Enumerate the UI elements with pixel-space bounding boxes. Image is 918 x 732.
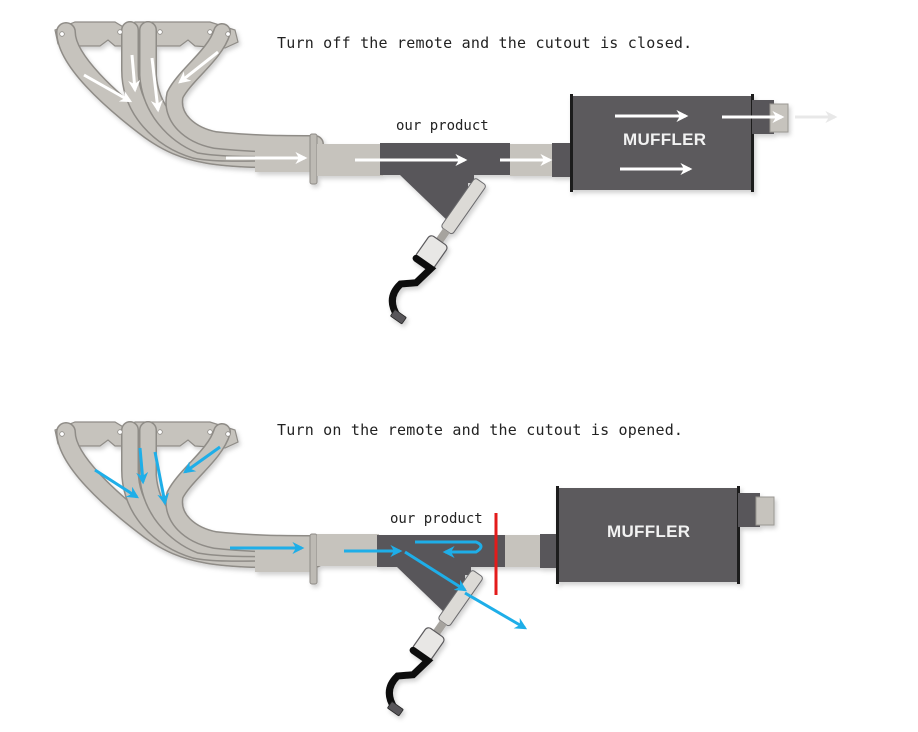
flow-arrows-closed xyxy=(83,50,785,175)
panel-opened xyxy=(55,422,775,716)
muffler-label-opened: MUFFLER xyxy=(607,522,691,541)
caption-opened: Turn on the remote and the cutout is ope… xyxy=(277,421,684,439)
product-label-opened: our product xyxy=(390,511,483,527)
panel-closed xyxy=(55,22,789,324)
flow-arrows-opened xyxy=(94,445,528,630)
caption-closed: Turn off the remote and the cutout is cl… xyxy=(277,34,693,52)
product-label-closed: our product xyxy=(396,118,489,134)
muffler-label-closed: MUFFLER xyxy=(623,130,707,149)
